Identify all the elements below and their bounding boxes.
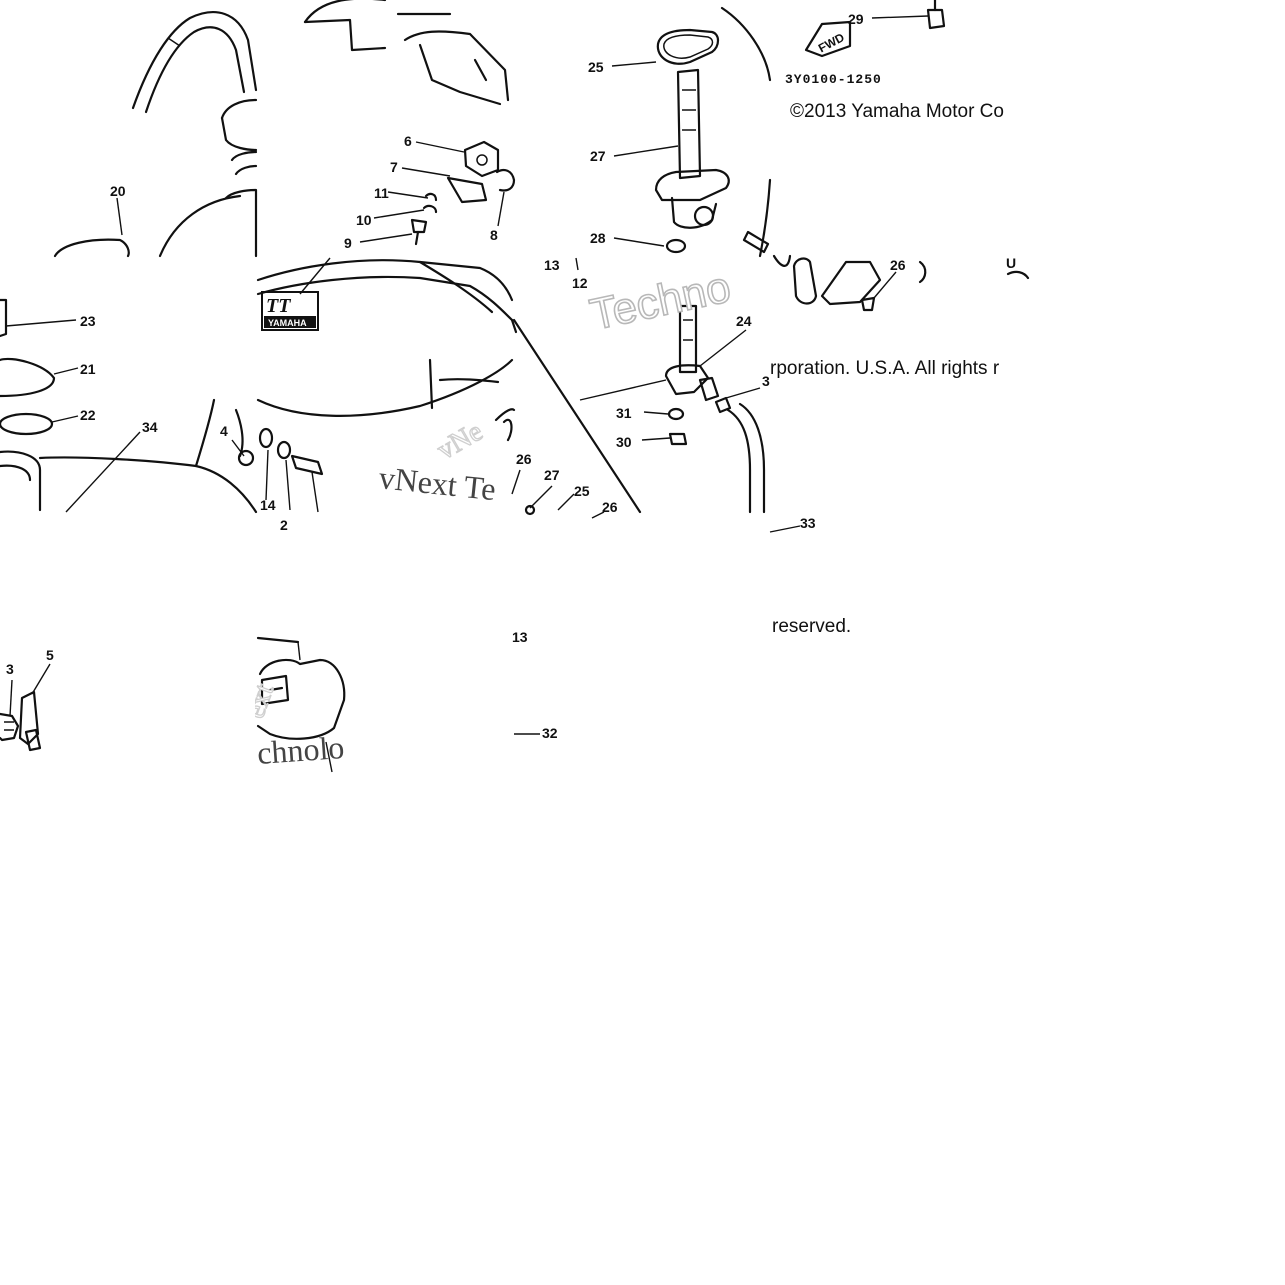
fuel-hose-drawing [131, 11, 258, 114]
small-parts-23-24-drawing [502, 418, 605, 519]
callout-32: 32 [542, 725, 558, 741]
callout-7: 7 [390, 159, 398, 175]
lock-key-drawing [0, 663, 51, 752]
leader-33 [769, 525, 801, 533]
callout-28: 28 [590, 230, 606, 246]
callout-3b: 3 [6, 661, 14, 677]
cap-parts-drawing [0, 298, 56, 512]
callout-15: 20 [110, 183, 126, 199]
copyright-line-1: ©2013 Yamaha Motor Co [790, 101, 1004, 122]
callout-9: 9 [344, 235, 352, 251]
callout-25: 25 [588, 59, 604, 75]
callout-27: 27 [590, 148, 606, 164]
cover-part-drawing [256, 636, 346, 773]
bolt-washer-drawing [258, 427, 324, 513]
callout-13b: 13 [512, 629, 528, 645]
callout-22: 26 [602, 499, 618, 515]
yamaha-logo: TT YAMAHA [261, 257, 331, 331]
callout-30: 30 [616, 434, 632, 450]
tank-grommet-drawing [231, 439, 255, 467]
copyright-line-3: reserved. [772, 616, 851, 637]
callout-26: 26 [890, 257, 906, 273]
gasket-drawing [656, 28, 720, 65]
leader-lines-tile2 [359, 141, 505, 243]
fuel-cock-20-drawing [579, 304, 761, 446]
fuel-cock-lever-drawing [772, 254, 1030, 312]
callout-13: 13 [544, 257, 560, 273]
callout-10: 10 [356, 212, 372, 228]
callout-5: 5 [46, 647, 54, 663]
fuel-pipe-drawing [726, 402, 766, 514]
fuel-tank-body-drawing [256, 259, 516, 422]
callout-33: 33 [800, 515, 816, 531]
leader-tile7-small [510, 257, 579, 334]
callout-23: 26 [516, 451, 532, 467]
screw-drawing-29 [871, 0, 946, 30]
callout-29: 29 [848, 11, 864, 27]
callout-20: 24 [736, 313, 752, 329]
part-code: 3Y0100-1250 [785, 72, 882, 87]
fuel-line-diagonal [512, 318, 642, 514]
callout-24: 27 [544, 467, 560, 483]
watermark-technologies-lower: chnolo [256, 729, 345, 771]
callout-19: 23 [80, 313, 96, 329]
callout-U: U [1006, 255, 1016, 271]
callout-17: 21 [80, 361, 96, 377]
copyright-line-2: rporation. U.S.A. All rights r [770, 358, 1000, 379]
callout-4: 4 [220, 423, 228, 439]
callout-31: 31 [616, 405, 632, 421]
callout-34: 34 [142, 419, 158, 435]
filler-cap-drawing [220, 98, 258, 258]
callout-12: 12 [572, 275, 588, 291]
callout-2: 2 [280, 517, 288, 533]
fwd-arrow-badge [804, 20, 852, 58]
callout-14: 14 [260, 497, 276, 513]
leader-lines-tile3 [611, 61, 679, 247]
tank-cover-drawing [303, 0, 510, 106]
callout-21: 25 [574, 483, 590, 499]
tank-outline-right [720, 6, 772, 258]
leader-lines-tile5 [5, 319, 141, 513]
bracket-drawing [410, 140, 516, 246]
callout-18: 22 [80, 407, 96, 423]
fuel-cock-drawing [654, 68, 770, 254]
svg-text:TT: TT [266, 295, 291, 317]
callout-3: 3 [762, 373, 770, 389]
callout-8: 8 [490, 227, 498, 243]
fuel-tank-top-drawing [53, 194, 242, 258]
callout-6: 6 [404, 133, 412, 149]
callout-11: 11 [374, 185, 389, 201]
callout-labels: 20 23 21 22 34 4 6 7 11 10 9 8 14 2 25 2… [6, 11, 1016, 741]
logo-text: YAMAHA [268, 318, 307, 328]
